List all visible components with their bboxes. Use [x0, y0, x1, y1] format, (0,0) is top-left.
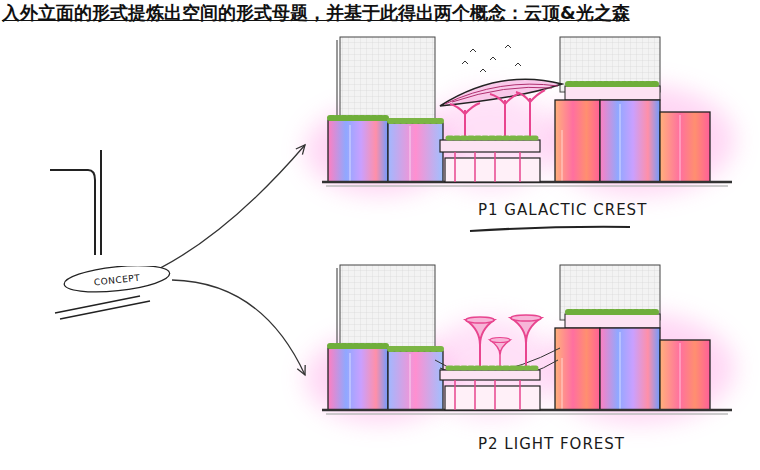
scheme-caption: P1 GALACTIC CREST [475, 200, 650, 220]
concept-label: CONCEPT [61, 260, 173, 299]
curved-arrow [159, 145, 305, 269]
page-title: 入外立面的形式提炼出空间的形式母题，并基于此得出两个概念：云顶&光之森 [2, 1, 630, 25]
scheme-panel: P1 GALACTIC CREST [305, 35, 755, 240]
concept-ellipse: CONCEPT [62, 266, 172, 294]
scheme-caption: P2 LIGHT FOREST [475, 434, 628, 454]
curved-arrow [172, 280, 305, 375]
scheme-panel: P2 LIGHT FOREST [305, 262, 755, 466]
